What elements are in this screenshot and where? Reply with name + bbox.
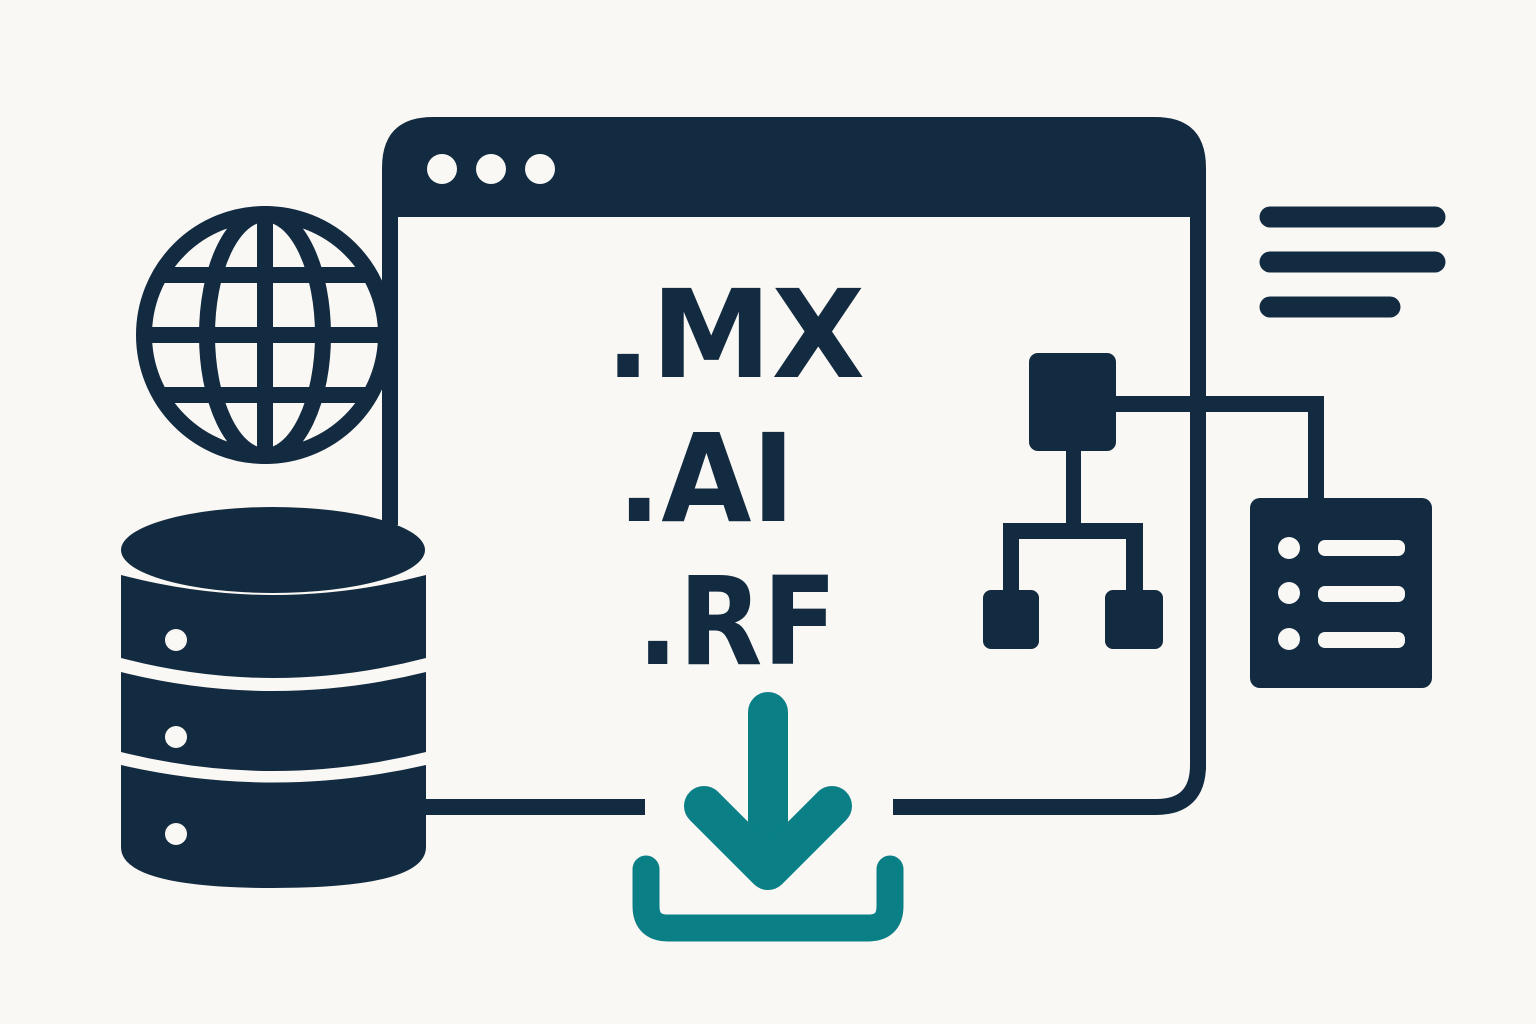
domain-list: .MX .AI .RF <box>605 264 865 693</box>
browser-window <box>382 117 1206 815</box>
window-control-dot-1[interactable] <box>427 154 457 184</box>
window-title-bar <box>382 117 1206 217</box>
hierarchy-root-node <box>1029 353 1116 451</box>
hierarchy-icon <box>983 353 1324 649</box>
window-right-border <box>1190 210 1206 770</box>
globe-icon <box>136 206 394 464</box>
database-indicator-2 <box>165 726 187 748</box>
hierarchy-child-node-1 <box>983 590 1039 649</box>
database-icon <box>121 507 426 888</box>
window-bottom-right-corner <box>893 764 1206 815</box>
domain-label-mx: .MX <box>605 264 865 406</box>
window-bottom-left-border <box>420 799 645 815</box>
document-list-icon <box>1250 498 1432 688</box>
hierarchy-child-node-2 <box>1105 590 1163 649</box>
domain-label-rf: .RF <box>637 551 837 693</box>
text-lines-icon <box>1259 206 1446 318</box>
database-indicator-3 <box>165 823 187 845</box>
download-icon[interactable] <box>632 692 904 942</box>
window-control-dot-2[interactable] <box>476 154 506 184</box>
domain-label-ai: .AI <box>617 408 795 550</box>
database-indicator-1 <box>165 629 187 651</box>
window-left-border <box>382 210 398 525</box>
window-control-dot-3[interactable] <box>525 154 555 184</box>
